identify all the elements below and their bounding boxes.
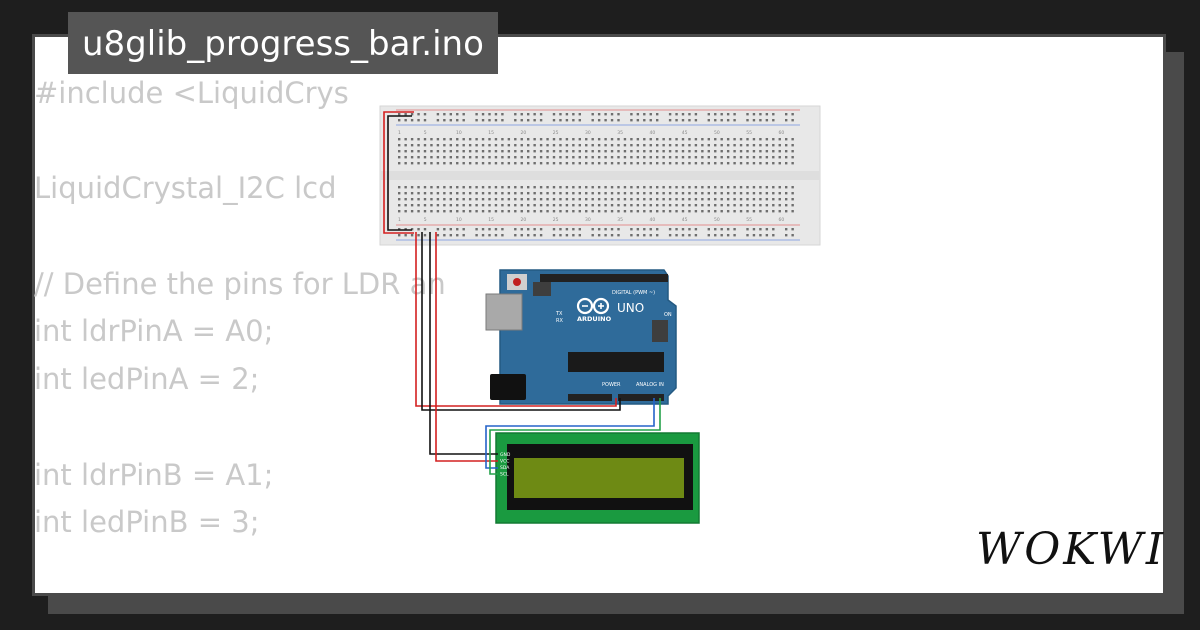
breadboard-column-number: 10 [456,217,462,223]
breadboard-column-number: 55 [746,217,752,223]
lcd-pin-label: GND [500,452,511,458]
code-line: // Define the pins for LDR an [34,266,446,301]
breadboard-column-number: 5 [424,217,427,223]
lcd-pin-label: SDA [500,465,510,471]
code-line: LiquidCrystal_I2C lcd [34,171,337,206]
code-line: int ledPinB = 3; [34,505,260,540]
lcd-pin-label: SCL [500,472,509,478]
arduino-logo-text: ARDUINO [577,315,612,323]
breadboard-column-number: 50 [714,217,720,223]
breadboard-column-number: 10 [456,130,462,136]
breadboard-center-channel [380,171,820,180]
atmega-chip [568,352,664,372]
wire-black-lcd-gnd [429,232,498,455]
lcd-pin-label: VCC [500,459,509,465]
breadboard-column-number: 45 [682,130,688,136]
breadboard-column-number: 30 [585,130,591,136]
power-jack [490,374,526,400]
arduino-model-text: UNO [617,301,644,315]
code-line: int ldrPinA = A0; [34,314,274,349]
breadboard-column-number: 15 [488,217,494,223]
lcd-screen [514,458,684,498]
power-header [568,394,612,401]
arduino-logo-icon [576,297,610,315]
analog-label: ANALOG IN [636,382,664,388]
breadboard-column-number: 40 [650,217,656,223]
power-label: POWER [602,382,621,388]
breadboard-column-number: 1 [398,217,401,223]
breadboard-column-number: 40 [650,130,656,136]
breadboard-column-number: 45 [682,217,688,223]
wire-black-gnd [421,232,621,411]
breadboard-column-number: 60 [779,217,785,223]
breadboard-column-number: 30 [585,217,591,223]
breadboard-column-number: 50 [714,130,720,136]
wire-red-rail-link [383,111,414,234]
on-led-label: ON [664,312,672,318]
breadboard-column-number: 25 [553,217,559,223]
wire-red-5v [415,232,617,407]
tx-led-label: TX [555,311,563,317]
code-line: int ldrPinB = A1; [34,457,274,492]
breadboard-holes [398,113,794,237]
wire-red-lcd-vcc [435,232,498,462]
code-line: #include <LiquidCrys [34,76,349,110]
breadboard-column-number: 35 [617,217,623,223]
breadboard-column-number: 1 [398,130,401,136]
icsp-header [533,282,551,296]
rx-led-label: RX [556,318,563,324]
digital-header [540,274,668,282]
breadboard-column-number: 20 [521,217,527,223]
breadboard-column-number: 55 [746,130,752,136]
breadboard-column-number: 25 [553,130,559,136]
code-line: int ledPinA = 2; [34,362,260,397]
arduino-uno: ARDUINO UNO DIGITAL (PWM ~) POWER ANALOG… [485,269,677,405]
breadboard-column-number: 60 [779,130,785,136]
wokwi-logo: WOKWI [976,524,1167,575]
digital-label: DIGITAL (PWM ~) [612,290,655,296]
wire-black-rail-link [387,115,412,231]
breadboard-column-number: 5 [424,130,427,136]
icsp-header-2 [652,320,668,342]
analog-header [618,394,664,401]
breadboard-column-number: 20 [521,130,527,136]
breadboard-column-number: 15 [488,130,494,136]
wire-green-scl [489,398,661,475]
wires [383,111,661,475]
usb-port [485,293,523,331]
reset-button-icon [513,278,521,286]
breadboard-column-number: 35 [617,130,623,136]
file-title-tab: u8glib_progress_bar.ino [68,12,498,74]
